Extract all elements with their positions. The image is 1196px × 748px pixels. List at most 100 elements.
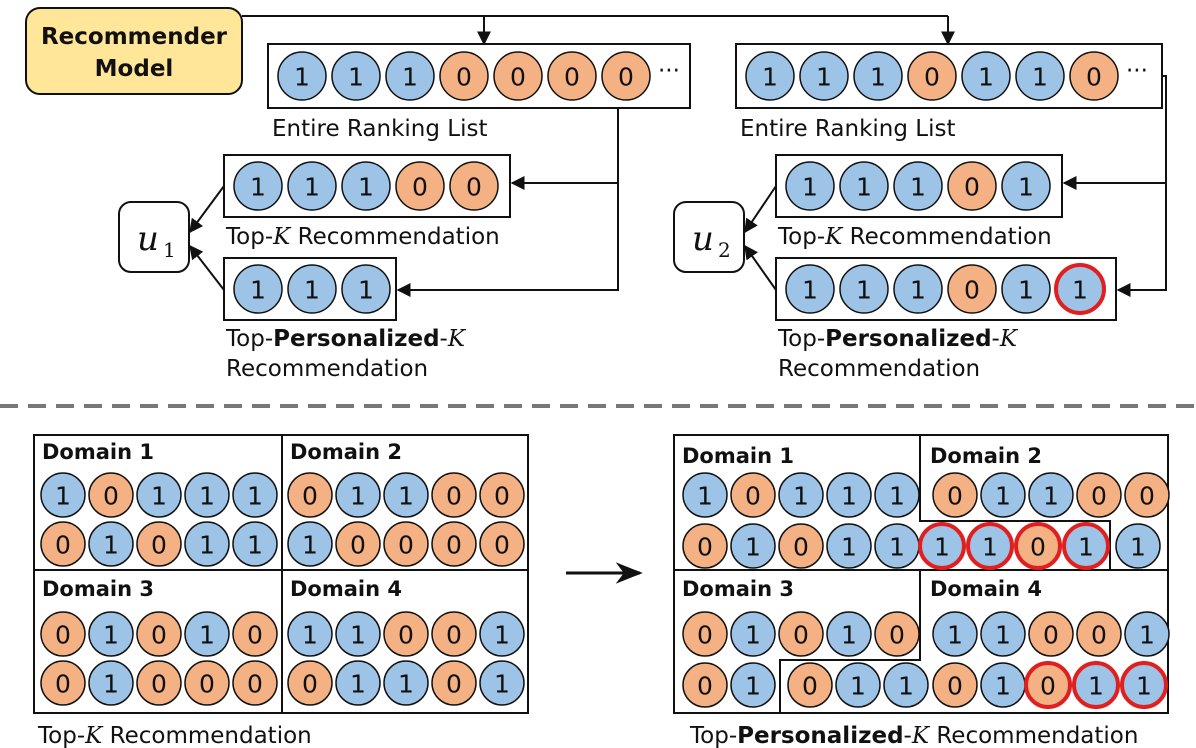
right-d3-r2-ext-item-2: 1 <box>883 662 929 708</box>
p1-pers-item-2: 1 <box>341 264 391 314</box>
svg-text:0: 0 <box>510 63 526 92</box>
svg-text:0: 0 <box>1091 621 1107 650</box>
right-d2-r2-hl-item-1: 1 <box>966 522 1014 570</box>
svg-text:0: 0 <box>494 482 510 511</box>
svg-text:0: 0 <box>103 482 119 511</box>
left-d1-r2-item-3: 1 <box>184 521 230 567</box>
p1-ranking-item-3: 0 <box>439 51 489 101</box>
right-d3-r1-item-2: 0 <box>778 611 824 657</box>
svg-text:0: 0 <box>55 621 71 650</box>
p1-topk-item-1: 1 <box>287 161 337 211</box>
svg-text:1: 1 <box>1078 533 1094 562</box>
svg-text:0: 0 <box>151 670 167 699</box>
svg-text:1: 1 <box>199 531 215 560</box>
left-d1-r2-item-1: 1 <box>88 521 134 567</box>
left-d3-r1-item-4: 0 <box>232 611 278 657</box>
right-d2-r1-item-4: 0 <box>1124 472 1170 518</box>
left-d3-r2-item-3: 0 <box>184 660 230 706</box>
p2-pers-item-0: 1 <box>785 264 835 314</box>
personalized-label-1: Top-Personalized-K <box>225 326 467 352</box>
svg-text:0: 0 <box>964 173 980 202</box>
right-d1-r1-item-4: 1 <box>874 472 920 518</box>
svg-text:1: 1 <box>762 63 778 92</box>
svg-text:0: 0 <box>446 670 462 699</box>
left-d3-r2-item-0: 0 <box>40 660 86 706</box>
svg-text:0: 0 <box>55 531 71 560</box>
left-d2-r2-item-0: 1 <box>287 521 333 567</box>
svg-text:1: 1 <box>745 621 761 650</box>
p2-topk-item-3: 0 <box>947 161 997 211</box>
recommendation-label-1: Recommendation <box>226 356 428 382</box>
svg-text:1: 1 <box>294 63 310 92</box>
arrow-topk-2 <box>1062 75 1167 190</box>
p2-topk-item-1: 1 <box>839 161 889 211</box>
svg-text:1: 1 <box>841 533 857 562</box>
right-d4-r1-item-2: 0 <box>1028 611 1074 657</box>
right-d2-r1-item-3: 0 <box>1076 472 1122 518</box>
right-d4-r1-item-3: 0 <box>1076 611 1122 657</box>
left-d1-r1-item-4: 1 <box>232 472 278 518</box>
right-domain-2-label: Domain 2 <box>930 444 1042 468</box>
svg-text:1: 1 <box>841 621 857 650</box>
p1-ranking-item-5: 0 <box>547 51 597 101</box>
right-d2-r2-hl-item-2: 0 <box>1014 522 1062 570</box>
svg-text:1: 1 <box>995 621 1011 650</box>
right-d3-r2-item-0: 0 <box>682 662 728 708</box>
right-domain-1-label: Domain 1 <box>682 444 794 468</box>
p1-topk-item-3: 0 <box>395 161 445 211</box>
left-d3-r2-item-4: 0 <box>232 660 278 706</box>
svg-text:0: 0 <box>1030 533 1046 562</box>
ellipsis-1: ··· <box>658 58 680 84</box>
svg-text:1: 1 <box>247 531 263 560</box>
svg-text:1: 1 <box>816 63 832 92</box>
left-domain-4-label: Domain 4 <box>290 577 402 601</box>
p1-topk-item-2: 1 <box>341 161 391 211</box>
p2-pers-item-4: 1 <box>1001 264 1051 314</box>
svg-text:1: 1 <box>889 533 905 562</box>
p2-topk-item-0: 1 <box>785 161 835 211</box>
svg-text:1: 1 <box>1130 533 1146 562</box>
svg-text:0: 0 <box>1043 621 1059 650</box>
personalized-label-2: Top-Personalized-K <box>777 326 1019 352</box>
svg-text:1: 1 <box>995 482 1011 511</box>
svg-text:0: 0 <box>793 621 809 650</box>
svg-text:1: 1 <box>856 276 872 305</box>
svg-text:1: 1 <box>1032 63 1048 92</box>
left-d1-r2-item-2: 0 <box>136 521 182 567</box>
svg-text:1: 1 <box>856 173 872 202</box>
svg-text:0: 0 <box>1040 672 1056 701</box>
arrow-personalized-2 <box>1116 183 1167 297</box>
svg-text:1: 1 <box>793 482 809 511</box>
right-caption: Top-Personalized-K Recommendation <box>689 723 1138 748</box>
user-2: u 2 <box>673 201 745 273</box>
right-d1-r2-item-0: 0 <box>682 523 728 569</box>
svg-text:1: 1 <box>247 482 263 511</box>
svg-text:0: 0 <box>494 531 510 560</box>
p1-ranking-item-1: 1 <box>331 51 381 101</box>
svg-text:1: 1 <box>995 672 1011 701</box>
svg-text:0: 0 <box>412 173 428 202</box>
svg-text:0: 0 <box>398 621 414 650</box>
left-d1-r2-item-0: 0 <box>40 521 86 567</box>
svg-text:1: 1 <box>745 672 761 701</box>
right-d4-r1-item-1: 1 <box>980 611 1026 657</box>
left-d1-r1-item-3: 1 <box>184 472 230 518</box>
svg-text:0: 0 <box>793 533 809 562</box>
right-d2-r2-extra-item-0: 1 <box>1115 523 1161 569</box>
svg-text:0: 0 <box>151 621 167 650</box>
left-d4-r2-item-3: 0 <box>431 660 477 706</box>
svg-text:1: 1 <box>302 621 318 650</box>
svg-text:0: 0 <box>302 482 318 511</box>
left-d1-r2-item-4: 1 <box>232 521 278 567</box>
right-domain-4-label: Domain 4 <box>930 577 1042 601</box>
left-d4-r1-item-0: 1 <box>287 611 333 657</box>
svg-text:0: 0 <box>446 621 462 650</box>
svg-text:1: 1 <box>1072 276 1088 305</box>
entire-ranking-label-1: Entire Ranking List <box>272 116 487 142</box>
arrow-user2-pers <box>744 244 777 291</box>
p1-ranking-item-6: 0 <box>601 51 651 101</box>
svg-text:1: 1 <box>697 482 713 511</box>
